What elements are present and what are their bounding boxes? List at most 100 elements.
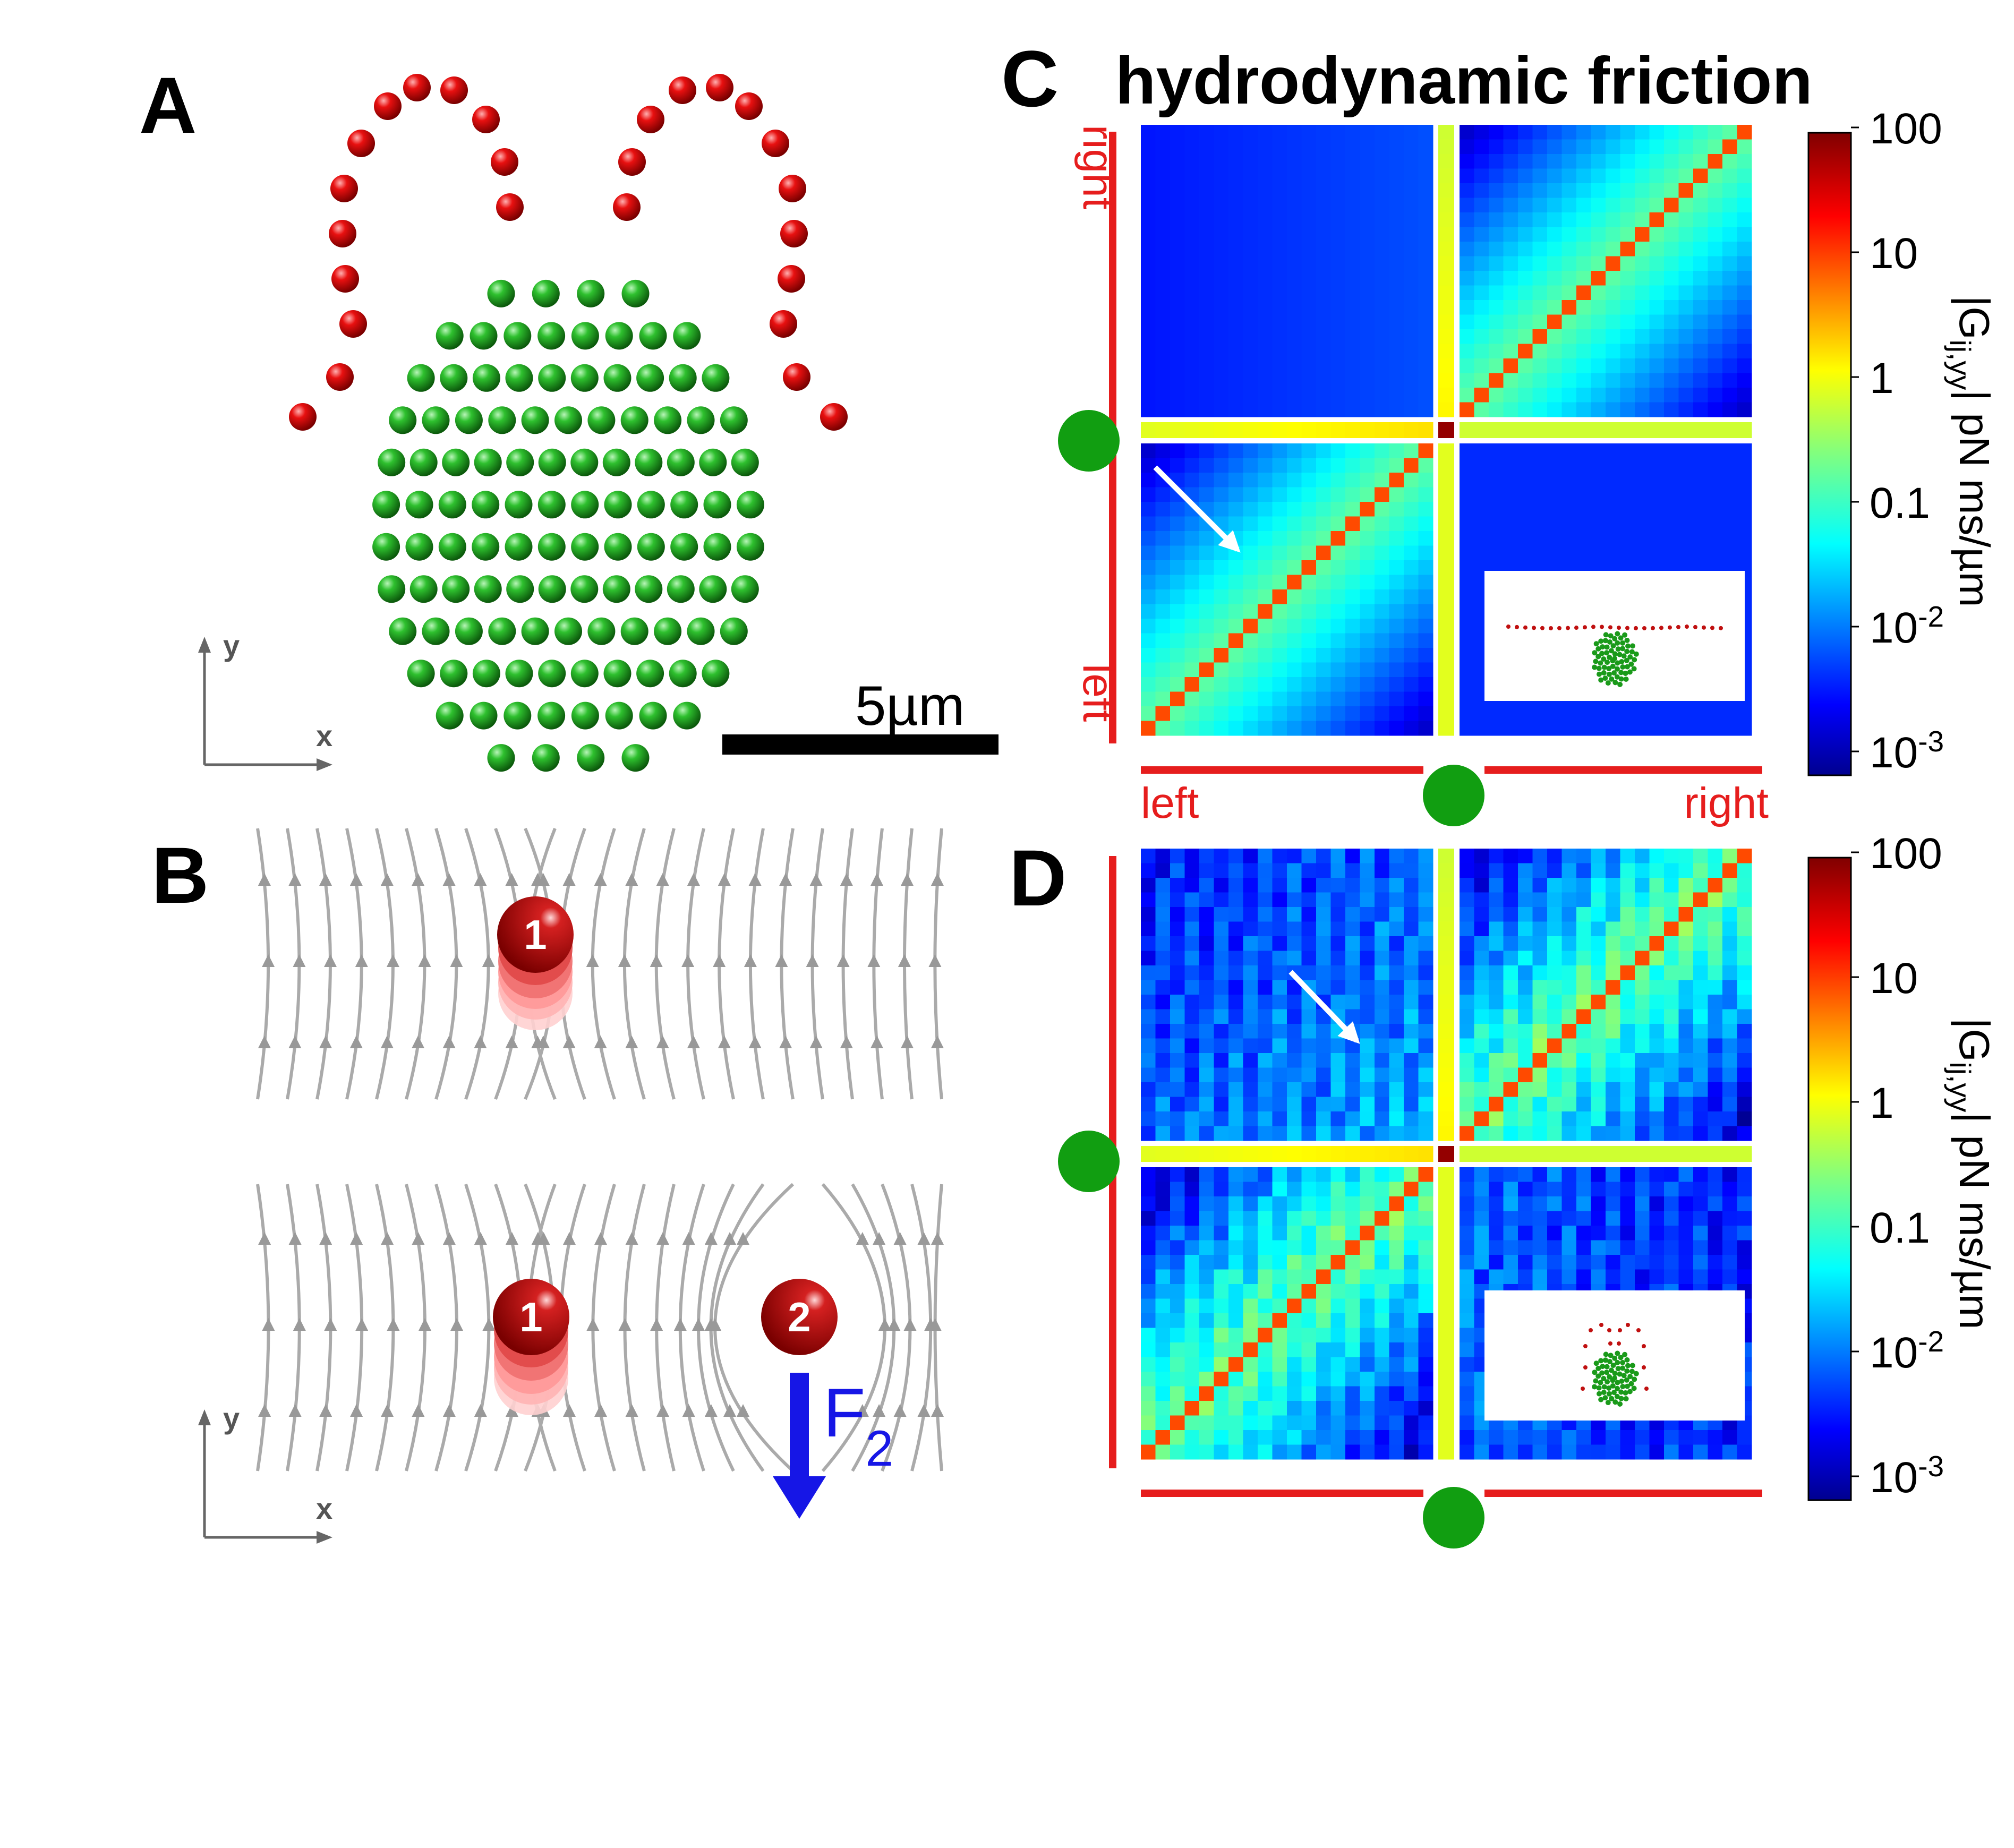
- flagellum-bead: [735, 92, 763, 120]
- flagellum-bead: [669, 76, 696, 104]
- annotation-arrow-c: [1153, 465, 1241, 553]
- flagellum-bead: [779, 175, 806, 202]
- colorbar-tick-label: 0.1: [1870, 1204, 1930, 1252]
- axis-x-label-a: x: [316, 719, 332, 752]
- cell-bead: [532, 744, 560, 772]
- streamline: [464, 828, 490, 1100]
- ball-1-bottom: 1: [493, 1279, 569, 1415]
- colorbar-tick-label: 10: [1870, 229, 1918, 278]
- cell-bead: [537, 701, 566, 730]
- flagellum-bead: [347, 130, 375, 157]
- cell-bead: [731, 448, 759, 476]
- streamline: [910, 1184, 933, 1471]
- cell-bead: [455, 406, 483, 434]
- cell-bead: [699, 448, 727, 476]
- streamline: [622, 828, 646, 1100]
- flagellum-bead: [329, 220, 356, 247]
- cell-bead: [378, 448, 406, 476]
- cell-bead: [571, 533, 599, 561]
- streamline: [591, 1184, 616, 1471]
- cell-bead: [405, 491, 433, 519]
- streamline: [375, 828, 395, 1100]
- cell-model: [289, 74, 848, 772]
- streamline: [678, 1184, 705, 1471]
- colorbar-title-c: |Gij,yy| pN ms/µm: [1944, 296, 1998, 608]
- side-label-right-horiz-c: right: [1684, 779, 1769, 827]
- cell-bead: [673, 322, 701, 350]
- cell-bead: [731, 575, 759, 603]
- cell-bead: [538, 660, 566, 688]
- cell-bead: [620, 406, 648, 434]
- flow-field-top: [256, 827, 944, 1100]
- cell-bead: [532, 279, 560, 307]
- cell-bead: [703, 533, 731, 561]
- cell-body-marker-c-bottom: [1423, 765, 1484, 826]
- cell-bead: [639, 322, 667, 350]
- cell-bead: [639, 701, 667, 730]
- colorbar-tick-label: 1: [1870, 354, 1894, 403]
- cell-bead: [571, 491, 599, 519]
- cell-bead: [602, 448, 630, 476]
- streamline: [434, 828, 458, 1100]
- cell-bead: [602, 575, 630, 603]
- cell-bead: [570, 364, 599, 392]
- cell-bead: [720, 617, 748, 645]
- axis-y-label-a: y: [223, 629, 240, 662]
- cell-bead: [605, 701, 633, 730]
- cell-bead: [505, 364, 533, 392]
- cell-bead: [538, 364, 566, 392]
- ball-2: 2: [761, 1279, 838, 1355]
- flagellum-bead: [289, 403, 317, 431]
- cell-bead: [455, 617, 483, 645]
- streamline: [286, 828, 301, 1100]
- streamline: [709, 1183, 765, 1472]
- cell-bead: [621, 744, 650, 772]
- cell-bead: [442, 575, 470, 603]
- flagellum-bead: [783, 363, 810, 391]
- flagellum-bead: [637, 106, 664, 133]
- cell-bead: [635, 448, 663, 476]
- cell-bead: [699, 575, 727, 603]
- cell-bead: [474, 575, 502, 603]
- cell-bead: [673, 701, 701, 730]
- streamline: [345, 828, 363, 1100]
- colorbar-tick-label: 0.1: [1870, 479, 1930, 527]
- cell-bead: [603, 364, 631, 392]
- cell-bead: [636, 364, 664, 392]
- cell-body-marker-c-left: [1058, 410, 1120, 472]
- flagellum-bead: [331, 265, 359, 293]
- cell-bead: [472, 533, 500, 561]
- flagellum-bead: [472, 106, 500, 133]
- cell-bead: [554, 406, 582, 434]
- cell-bead: [669, 660, 697, 688]
- cell-bead: [687, 406, 715, 434]
- streamline: [591, 828, 616, 1100]
- cell-bead: [436, 701, 464, 730]
- cell-bead: [554, 617, 582, 645]
- axes-indicator-a: y x: [198, 629, 332, 771]
- streamline: [375, 1184, 395, 1471]
- cell-bead: [603, 660, 631, 688]
- cell-bead: [506, 575, 534, 603]
- cell-bead: [521, 406, 549, 434]
- scale-bar: 5µm: [722, 675, 999, 755]
- panel-letter-c: C: [1001, 34, 1059, 123]
- cell-bead: [570, 448, 599, 476]
- cell-bead: [687, 617, 715, 645]
- flagellum-bead: [706, 74, 733, 101]
- cell-bead: [422, 617, 450, 645]
- cell-bead: [470, 701, 498, 730]
- streamline: [405, 1184, 426, 1471]
- inset-c: [1484, 571, 1745, 701]
- cell-bead: [702, 364, 730, 392]
- cell-bead: [577, 279, 605, 307]
- flagellum-bead: [374, 92, 402, 120]
- cell-bead: [670, 491, 698, 519]
- colorbar-tick-label: 1: [1870, 1079, 1894, 1127]
- streamline: [686, 828, 705, 1100]
- flagellum-bead: [440, 76, 468, 104]
- streamline: [748, 828, 765, 1100]
